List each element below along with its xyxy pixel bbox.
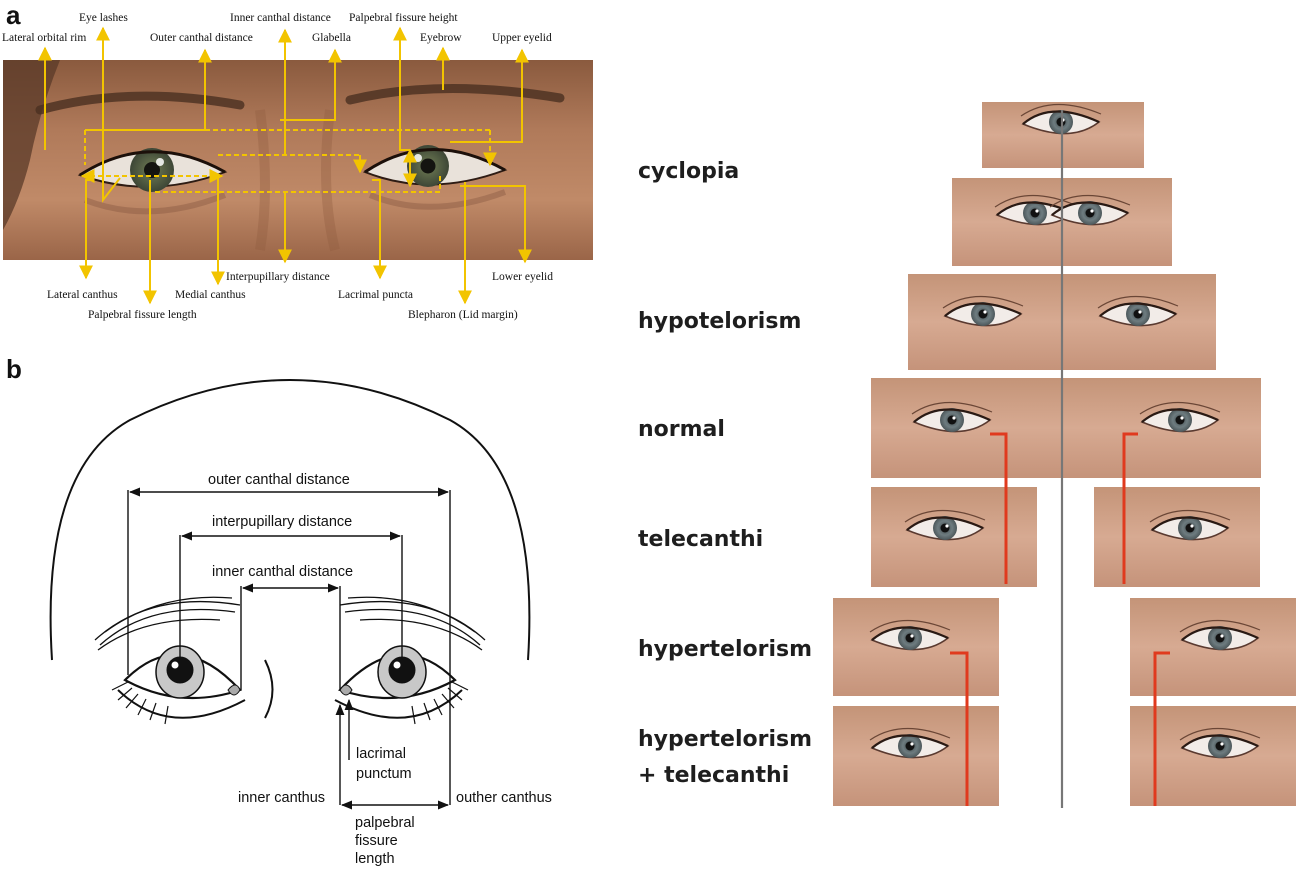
row-hypertelorism-photo [833,598,1296,696]
panel-b-letter: b [6,354,22,384]
label-lower-eyelid: Lower eyelid [492,271,553,283]
label-b-inner-canthus: inner canthus [238,790,325,806]
conditions-pyramid: cyclopia hypotelorism normal telecanthi … [638,102,1296,808]
label-upper-eyelid: Upper eyelid [492,32,552,44]
label-lateral-canthus: Lateral canthus [47,289,118,301]
label-b-interpupillary-distance: interpupillary distance [212,514,352,530]
label-b-outer-canthus: outher canthus [456,790,552,806]
row-normal-photo [871,378,1261,478]
label-outer-canthal-distance: Outer canthal distance [150,32,253,44]
label-b-lacrimal: lacrimal [356,746,406,762]
label-b-punctum: punctum [356,766,412,782]
label-hypertelorism-telecanthi-line2: + telecanthi [638,763,789,788]
row-telecanthi-photo [871,487,1260,587]
label-inner-canthal-distance: Inner canthal distance [230,12,331,24]
panel-a-photo [3,60,593,260]
label-palpebral-fissure-height: Palpebral fissure height [349,12,458,24]
panel-a-letter: a [6,0,21,30]
label-b-fissure: fissure [355,833,398,849]
left-eyebrow [95,597,240,650]
label-b-length: length [355,851,395,867]
row-hypertelorism-telecanthi-photo [833,706,1296,806]
right-eyebrow [340,597,485,650]
label-palpebral-fissure-length: Palpebral fissure length [88,309,197,321]
label-cyclopia: cyclopia [638,159,739,184]
label-b-inner-canthal-distance: inner canthal distance [212,564,353,580]
label-eyebrow: Eyebrow [420,32,462,44]
label-interpupillary-distance: Interpupillary distance [226,271,330,283]
label-hypertelorism: hypertelorism [638,637,812,662]
label-b-outer-canthal-distance: outer canthal distance [208,472,350,488]
label-b-palpebral: palpebral [355,815,415,831]
label-hypertelorism-telecanthi-line1: hypertelorism [638,727,812,752]
left-eye [112,646,245,724]
label-blepharon: Blepharon (Lid margin) [408,309,518,321]
label-lacrimal-puncta: Lacrimal puncta [338,289,413,301]
label-lateral-orbital-rim: Lateral orbital rim [2,32,86,44]
label-telecanthi: telecanthi [638,527,763,552]
nose-line [265,660,273,718]
label-glabella: Glabella [312,32,351,44]
label-hypotelorism: hypotelorism [638,309,801,334]
label-medial-canthus: Medial canthus [175,289,246,301]
label-normal: normal [638,417,725,442]
label-eye-lashes: Eye lashes [79,12,128,24]
panel-b-drawing [51,380,530,805]
